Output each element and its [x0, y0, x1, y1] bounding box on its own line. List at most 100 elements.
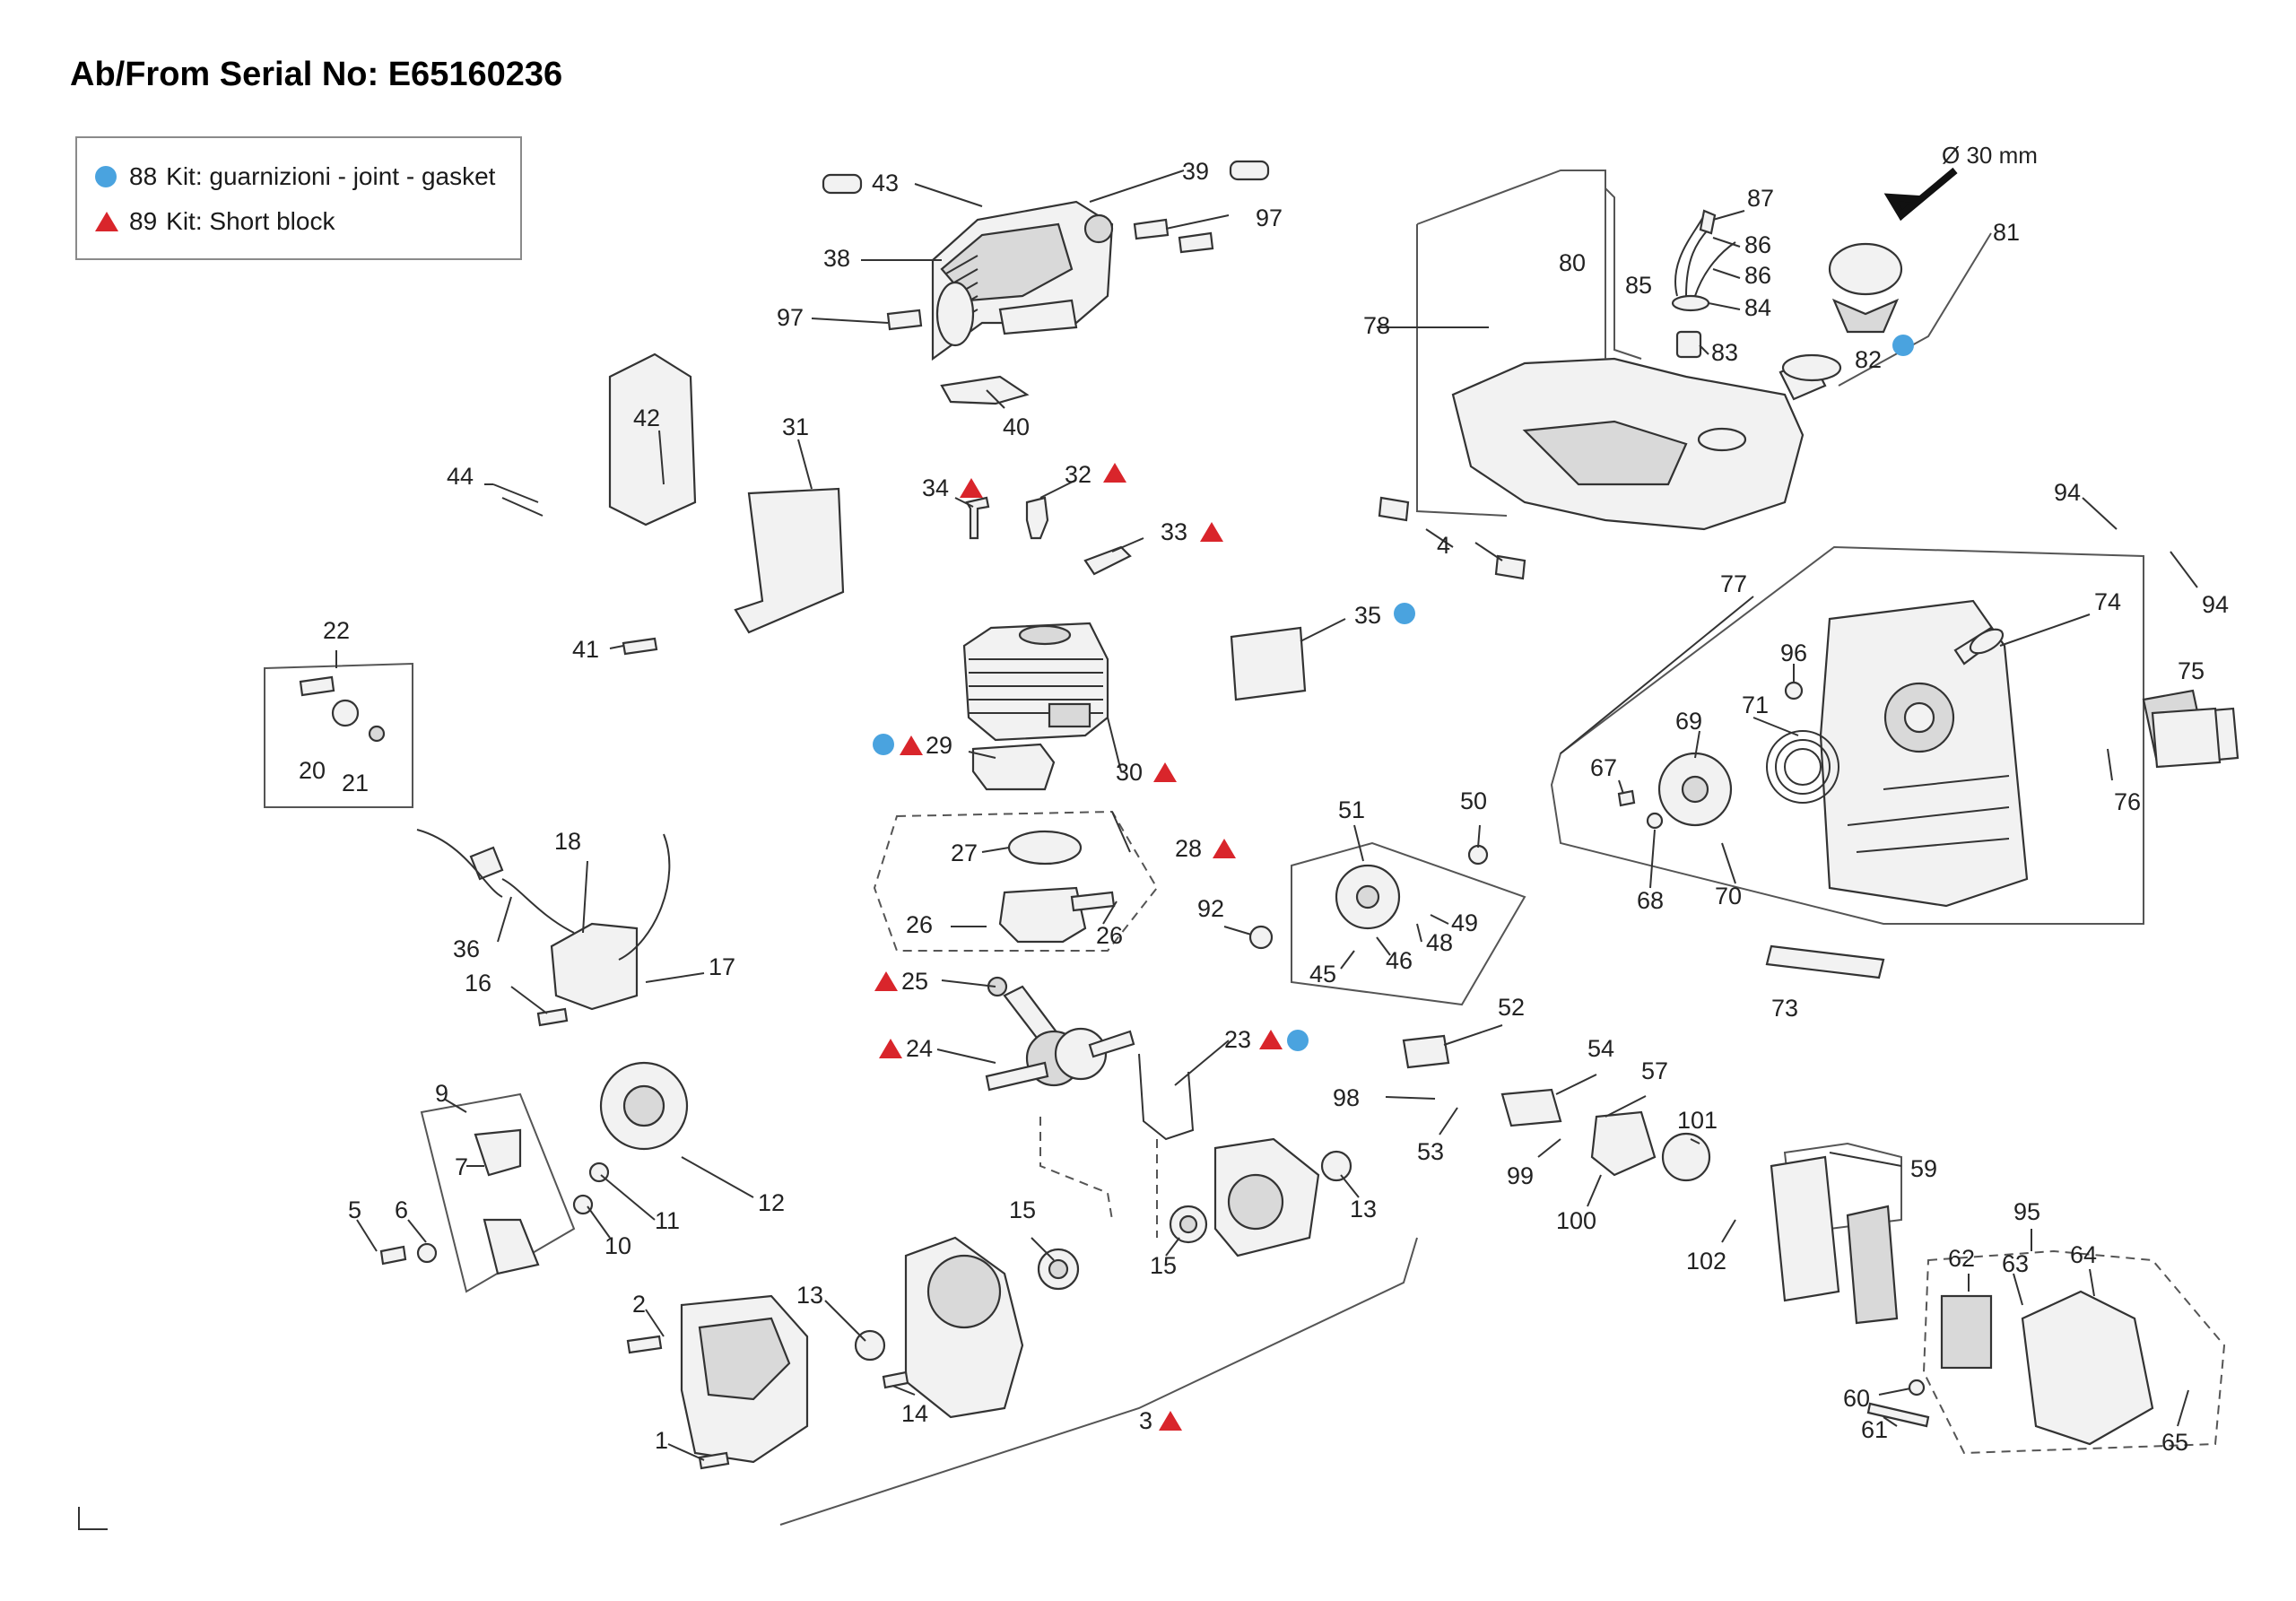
- callout-26: 26: [906, 911, 933, 938]
- callout-38: 38: [823, 245, 850, 272]
- callout-68: 68: [1637, 887, 1664, 914]
- callout-48: 48: [1426, 929, 1453, 956]
- screw-34-drawing: [965, 496, 990, 540]
- top-shroud-drawing: [822, 160, 1270, 405]
- short-block-marker: [1159, 1411, 1182, 1431]
- gasket-marker: [873, 734, 894, 755]
- short-block-marker: [1259, 1030, 1283, 1049]
- callout-74: 74: [2094, 588, 2121, 615]
- filter-62-drawing: [1940, 1294, 1993, 1370]
- callout-99: 99: [1507, 1162, 1534, 1189]
- callout-43: 43: [872, 170, 899, 196]
- starter-housing-drawing: [1550, 545, 2239, 925]
- spark-plug-33-drawing: [1083, 545, 1132, 576]
- callout-15: 15: [1150, 1252, 1177, 1279]
- callout-97: 97: [1256, 204, 1283, 231]
- callout-92: 92: [1197, 895, 1224, 922]
- group-51-box: [1291, 841, 1526, 1006]
- blue-circle-icon: [95, 166, 117, 187]
- callout-22: 22: [323, 617, 350, 644]
- callout-82: 82: [1855, 346, 1882, 373]
- piston-ring-27-drawing: [1007, 830, 1083, 866]
- gasket-35-drawing: [1230, 626, 1307, 701]
- callout-5: 5: [348, 1196, 361, 1223]
- short-block-marker: [1200, 522, 1223, 542]
- carb-54-drawing: [1500, 1088, 1562, 1127]
- callout-61: 61: [1861, 1416, 1888, 1443]
- callout-31: 31: [782, 413, 809, 440]
- filter-75-drawing: [2151, 707, 2222, 769]
- callout-24: 24: [906, 1035, 933, 1062]
- callout-18: 18: [554, 828, 581, 855]
- callout-54: 54: [1587, 1035, 1614, 1062]
- leader-lines: [335, 170, 2198, 1461]
- callout-57: 57: [1641, 1057, 1668, 1084]
- pin-44-drawing: [492, 483, 544, 517]
- legend-item-gasket-kit: 88 Kit: guarnizioni - joint - gasket: [95, 154, 502, 199]
- callout-60: 60: [1843, 1385, 1870, 1412]
- valve-32-drawing: [1025, 496, 1049, 540]
- callout-87: 87: [1747, 185, 1774, 212]
- callout-51: 51: [1338, 796, 1365, 823]
- callout-15: 15: [1009, 1196, 1036, 1223]
- callout-13: 13: [1350, 1196, 1377, 1223]
- carburettor-100-drawing: [1590, 1110, 1657, 1177]
- kit-markers: [873, 335, 1914, 1431]
- callout-28: 28: [1175, 835, 1202, 862]
- callout-97: 97: [777, 304, 804, 331]
- callout-65: 65: [2161, 1429, 2188, 1456]
- callout-64: 64: [2070, 1241, 2097, 1268]
- legend-item-short-block-kit: 89 Kit: Short block: [95, 199, 502, 244]
- callout-4: 4: [1437, 532, 1450, 559]
- callout-25: 25: [901, 968, 928, 995]
- callout-94: 94: [2202, 591, 2229, 618]
- short-block-marker: [1153, 762, 1177, 782]
- legend-code: 88: [129, 162, 158, 190]
- legend-text: Kit: guarnizioni - joint - gasket: [166, 162, 496, 190]
- callout-49: 49: [1451, 909, 1478, 936]
- callout-84: 84: [1744, 294, 1771, 321]
- red-triangle-icon: [95, 212, 118, 231]
- callout-11: 11: [655, 1207, 680, 1234]
- short-block-marker: [1213, 839, 1236, 858]
- callout-14: 14: [901, 1400, 928, 1427]
- guide-73-drawing: [1765, 944, 1885, 979]
- callout-45: 45: [1309, 961, 1336, 988]
- callout-6: 6: [395, 1196, 408, 1223]
- callout-26: 26: [1096, 922, 1123, 949]
- gasket-23-drawing: [1138, 1053, 1195, 1141]
- callout-50: 50: [1460, 787, 1487, 814]
- callout-73: 73: [1771, 995, 1798, 1022]
- callout-40: 40: [1003, 413, 1030, 440]
- callout-20: 20: [299, 757, 326, 784]
- fuel-tank-drawing: [1378, 167, 1992, 580]
- filter-kit-95-outline: [1922, 1249, 2226, 1455]
- legend-code: 89: [129, 207, 158, 235]
- piston-drawing: [998, 886, 1087, 944]
- legend-text: Kit: Short block: [166, 207, 335, 235]
- callout-75: 75: [2178, 657, 2205, 684]
- short-block-marker: [960, 478, 983, 498]
- short-block-marker: [1103, 463, 1126, 483]
- fuel-cap-drawing: [1781, 242, 1903, 382]
- arrow-icon: [1883, 167, 1958, 222]
- callout-96: 96: [1780, 640, 1807, 666]
- clutch-group-9-box: [420, 1092, 576, 1293]
- callout-46: 46: [1386, 947, 1413, 974]
- callout-80: 80: [1559, 249, 1586, 276]
- callout-67: 67: [1590, 754, 1617, 781]
- filler-cap-dimension: Ø 30 mm: [1942, 142, 2038, 169]
- callout-52: 52: [1498, 994, 1525, 1021]
- callout-86: 86: [1744, 231, 1771, 258]
- crank-link-lines: [1039, 1117, 1158, 1238]
- callout-12: 12: [758, 1189, 785, 1216]
- callout-94: 94: [2054, 479, 2081, 506]
- callout-27: 27: [951, 840, 978, 866]
- callout-2: 2: [632, 1291, 646, 1318]
- callout-16: 16: [465, 970, 491, 996]
- short-block-marker: [879, 1039, 902, 1058]
- ignition-coil-drawing: [416, 829, 671, 1027]
- corner-bracket: [78, 1507, 108, 1530]
- callout-62: 62: [1948, 1245, 1975, 1272]
